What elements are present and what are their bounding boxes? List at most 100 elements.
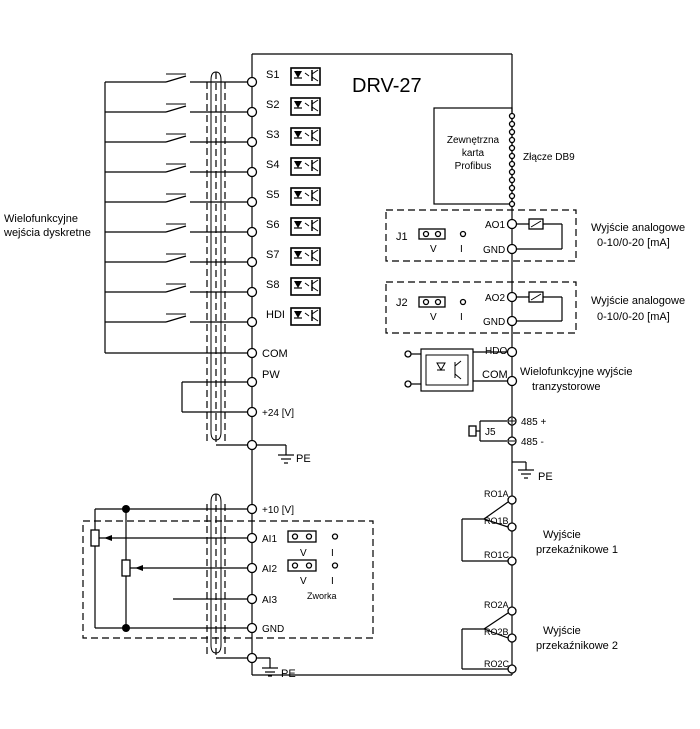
label-plus24: +24 [V] — [262, 408, 294, 419]
terminal-gnd — [246, 622, 258, 634]
rs485-jumper-name: J5 — [485, 427, 496, 438]
ao2-jumper-name: J2 — [396, 297, 408, 309]
label-com: COM — [262, 348, 288, 360]
transistor-com-label: COM — [482, 369, 508, 381]
optocoupler-icon — [290, 127, 321, 146]
label-gnd: GND — [262, 624, 284, 635]
ao1-label-line2: 0-10/0-20 [mA] — [597, 237, 670, 249]
relay-output-2 — [461, 606, 517, 674]
label-ai3: AI3 — [262, 595, 277, 606]
db9-connector — [508, 112, 516, 208]
ai1-jumper-v: V — [300, 548, 307, 559]
optocoupler-icon — [290, 97, 321, 116]
shielded-cable-bottom — [206, 493, 226, 658]
terminal-plus10 — [246, 503, 258, 515]
terminal-com — [246, 347, 258, 359]
digital-input-row: S4 — [105, 157, 321, 178]
relay-output-1 — [461, 495, 517, 566]
relay2-label-line2: przekaźnikowe 2 — [536, 640, 618, 652]
optocoupler-icon — [290, 157, 321, 176]
analog-input-box — [82, 520, 374, 639]
label-s6: S6 — [266, 219, 279, 231]
optocoupler-icon — [290, 247, 321, 266]
label-s1: S1 — [266, 69, 279, 81]
inputs-label-line1: Wielofunkcyjne — [4, 213, 78, 225]
ao2-gnd-label: GND — [483, 317, 505, 328]
ro2b-label: RO2B — [484, 627, 509, 637]
ro2a-label: RO2A — [484, 600, 509, 610]
pe-ground-bottom — [216, 652, 278, 677]
terminal-s8 — [246, 286, 258, 298]
label-s5: S5 — [266, 189, 279, 201]
label-s8: S8 — [266, 279, 279, 291]
label-s7: S7 — [266, 249, 279, 261]
db9-pin — [508, 184, 516, 192]
ao1-jumper-v: V — [430, 244, 437, 255]
db9-pin — [508, 144, 516, 152]
profibus-line1: Zewnętrzna — [447, 135, 500, 146]
optocoupler-icon — [290, 277, 321, 296]
optocoupler-icon — [290, 217, 321, 236]
label-s2: S2 — [266, 99, 279, 111]
label-pe-bottom: PE — [281, 668, 296, 680]
transistor-label-line2: tranzystorowe — [532, 381, 600, 393]
profibus-line2: karta — [462, 148, 485, 159]
ao2-jumper-i: I — [460, 312, 463, 323]
transistor-output — [404, 346, 518, 392]
optocoupler-icon — [290, 67, 321, 86]
ro2c-label: RO2C — [484, 659, 510, 669]
rs485-section — [468, 416, 534, 479]
label-pe-top: PE — [296, 453, 311, 465]
label-ai2: AI2 — [262, 564, 277, 575]
terminal-s4 — [246, 166, 258, 178]
inputs-label-line2: wejścia dyskretne — [3, 227, 91, 239]
hdo-label: HDO — [485, 346, 507, 357]
db9-pin — [508, 168, 516, 176]
terminal-hdi — [246, 316, 258, 328]
digital-input-row: S5 — [105, 187, 321, 208]
ai2-jumper — [287, 559, 339, 572]
db9-pin — [508, 112, 516, 120]
analog-output-1 — [385, 209, 577, 262]
terminal-s6 — [246, 226, 258, 238]
ao1-jumper-i: I — [460, 244, 463, 255]
label-s3: S3 — [266, 129, 279, 141]
ao2-jumper-v: V — [430, 312, 437, 323]
ao2-terminal-label: AO2 — [485, 293, 505, 304]
relay2-label-line1: Wyjście — [543, 625, 581, 637]
rs485-minus-label: 485 - — [521, 437, 544, 448]
ao1-terminal-label: AO1 — [485, 220, 505, 231]
ai2-jumper-v: V — [300, 576, 307, 587]
ai1-jumper — [287, 530, 339, 543]
terminal-s1 — [246, 76, 258, 88]
terminal-s2 — [246, 106, 258, 118]
digital-input-row: S3 — [105, 127, 321, 148]
ao1-label-line1: Wyjście analogowe — [591, 222, 685, 234]
digital-input-row: S8 — [105, 277, 321, 298]
label-plus10: +10 [V] — [262, 505, 294, 516]
label-s4: S4 — [266, 159, 279, 171]
ao2-label-line1: Wyjście analogowe — [591, 295, 685, 307]
analog-output-2 — [385, 281, 577, 334]
jumper-label: Zworka — [307, 591, 337, 601]
terminal-ai3 — [246, 593, 258, 605]
terminal-ai2 — [246, 562, 258, 574]
db9-pin — [508, 128, 516, 136]
db9-label: Złącze DB9 — [523, 152, 575, 163]
terminal-pw — [246, 376, 258, 388]
pw-loop — [181, 381, 252, 413]
ai1-jumper-i: I — [331, 548, 334, 559]
terminal-s5 — [246, 196, 258, 208]
optocoupler-icon — [290, 307, 321, 326]
ao1-gnd-label: GND — [483, 245, 505, 256]
relay1-label-line1: Wyjście — [543, 529, 581, 541]
digital-input-row: S2 — [105, 97, 321, 118]
ai2-jumper-i: I — [331, 576, 334, 587]
terminal-s3 — [246, 136, 258, 148]
digital-input-row: S6 — [105, 217, 321, 238]
db9-pin — [508, 200, 516, 208]
terminal-plus24 — [246, 406, 258, 418]
label-ai1: AI1 — [262, 534, 277, 545]
db9-pin — [508, 192, 516, 200]
